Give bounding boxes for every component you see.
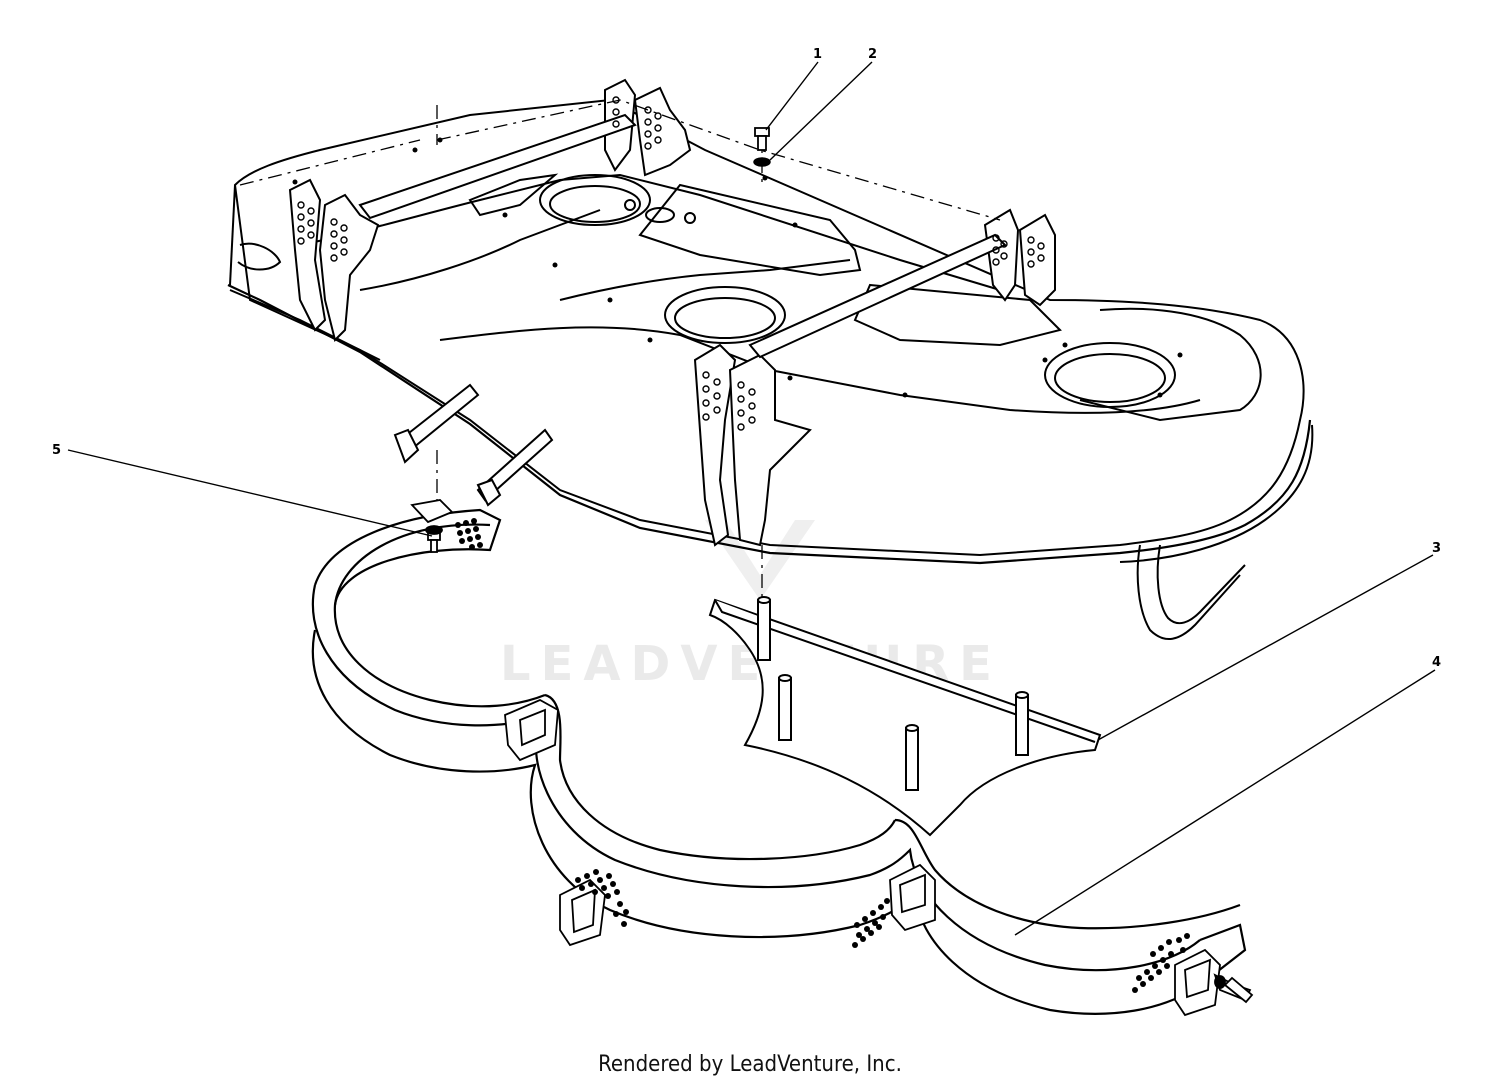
callout-2: 2 [868,47,877,62]
washer-part-2 [753,157,771,167]
footer-credit: Rendered by LeadVenture, Inc. [598,1052,902,1077]
hanger-brackets [288,78,1056,547]
perforation-holes [455,518,1190,993]
callout-5: 5 [52,443,61,458]
mulching-baffle-part-4 [311,508,1247,1015]
clip-part-5 [410,499,454,553]
bracket-holes [297,96,1045,431]
bolt-part-1 [754,127,770,151]
callout-3: 3 [1432,541,1441,556]
end-screw [1214,975,1254,1004]
baffle-plate-part-3 [708,596,1102,837]
leader-lines [67,61,1436,936]
callout-4: 4 [1432,655,1441,670]
callout-1: 1 [813,47,822,62]
mower-deck-housing [227,98,1314,640]
watermark-logo: LEADVENTURE [500,520,992,692]
callout-labels: 1 2 3 4 5 [52,47,1441,670]
